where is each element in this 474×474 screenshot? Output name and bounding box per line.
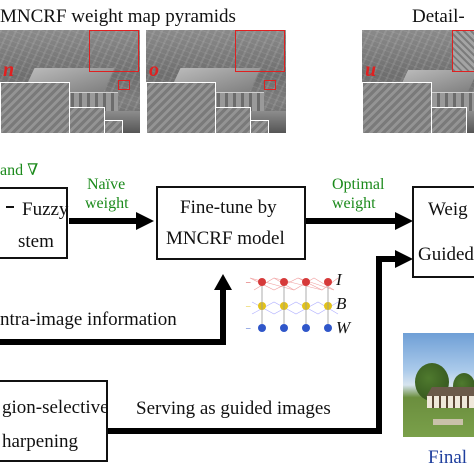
arrow-shaft	[69, 218, 137, 224]
fuzzy-prefix-fragment	[6, 206, 14, 208]
weight-guided-box	[412, 186, 474, 278]
node-i	[280, 278, 288, 286]
naive-weight-label: weight	[85, 195, 129, 212]
region-label: gion-selective	[2, 397, 109, 418]
zoom-region-box	[89, 30, 139, 72]
finetune-label-2: MNCRF model	[166, 228, 285, 249]
node-i	[324, 278, 332, 286]
pyramid-level-inset	[250, 120, 269, 133]
pyramid-level-inset	[0, 82, 70, 133]
arrow-shaft	[0, 339, 226, 345]
zoom-region-box	[235, 30, 285, 72]
final-result-photo	[403, 333, 474, 437]
legend-i: I	[336, 270, 342, 289]
pyramid-level-inset	[215, 107, 251, 133]
arrow-head	[214, 274, 232, 290]
guided-label: Guided	[418, 244, 474, 265]
tile-label-o: o	[149, 59, 159, 81]
zoom-region-box	[264, 80, 276, 90]
node-w	[280, 324, 288, 332]
node-i	[302, 278, 310, 286]
arrow-shaft	[108, 428, 382, 434]
arrow-head	[395, 212, 413, 230]
node-w	[324, 324, 332, 332]
region-label-2: harpening	[2, 431, 78, 452]
finetune-box	[156, 186, 306, 260]
node-w	[258, 324, 266, 332]
fuzzy-system-box	[0, 187, 68, 259]
tile-label-u: u	[365, 59, 377, 81]
region-selective-box	[0, 380, 108, 462]
svg-text:–: –	[245, 323, 251, 333]
detail-tile: u	[362, 30, 474, 133]
zoom-region-box	[118, 80, 130, 90]
weight-map-tile-1: n	[0, 30, 140, 133]
label-and-nabla: and ∇	[0, 162, 39, 179]
zoom-region-box	[452, 30, 474, 72]
pyramid-level-inset	[431, 107, 467, 133]
node-w	[302, 324, 310, 332]
naive-label: Naïve	[87, 176, 126, 193]
fuzzy-label-2: stem	[18, 231, 54, 252]
legend-w: W	[336, 318, 351, 337]
optimal-label: Optimal	[332, 176, 385, 193]
intra-image-label: ntra-image information	[0, 309, 177, 330]
svg-text:–: –	[245, 301, 251, 311]
weight-map-tile-2: o	[146, 30, 286, 133]
pyramid-level-inset	[362, 82, 432, 133]
arrow-shaft	[376, 262, 382, 432]
fuzzy-label: Fuzzy	[22, 199, 69, 220]
tile-label-n: n	[3, 59, 15, 81]
crf-network-graphic: – – –	[245, 277, 339, 333]
title-weight-map-pyramids: MNCRF weight map pyramids	[0, 6, 236, 27]
pyramid-level-inset	[146, 82, 216, 133]
title-detail: Detail-	[412, 6, 465, 27]
arrow-shaft	[306, 218, 396, 224]
finetune-label: Fine-tune by	[180, 197, 277, 218]
legend-b: B	[336, 294, 347, 313]
svg-text:–: –	[245, 277, 251, 287]
pyramid-level-inset	[69, 107, 105, 133]
pyramid-level-inset	[104, 120, 123, 133]
final-label: Final	[428, 447, 468, 468]
weight-label: Weig	[428, 199, 468, 220]
arrow-shaft	[220, 289, 226, 345]
optimal-weight-label: weight	[332, 195, 376, 212]
arrow-head	[136, 212, 154, 230]
node-i	[258, 278, 266, 286]
arrow-head	[395, 250, 413, 268]
serving-label: Serving as guided images	[136, 398, 331, 419]
arrow-shaft	[376, 256, 396, 262]
